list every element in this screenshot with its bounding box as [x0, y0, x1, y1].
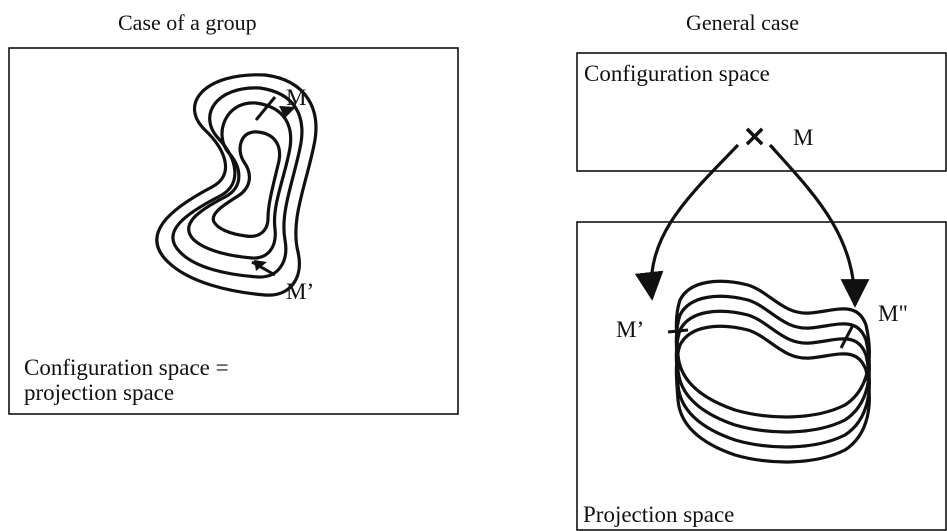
orbit-curve-1: [155, 73, 318, 297]
projection-space-label: Projection space: [583, 502, 735, 527]
stacked-orbit-2: [674, 294, 871, 434]
projection-m-prime-label: M’: [616, 317, 645, 342]
point-m-prime-label: M’: [286, 279, 315, 304]
stacked-orbit-3: [674, 309, 871, 449]
arrowhead-top: [279, 106, 296, 118]
orbit-curves-left: [155, 73, 318, 297]
caption-line-1: Configuration space =: [24, 355, 229, 380]
point-m-label: M: [286, 85, 307, 110]
m-double-prime-tick: [839, 324, 855, 349]
config-point-m-label: M: [793, 125, 814, 150]
orbit-arrowheads-left: [254, 106, 296, 271]
m-prime-tick: [667, 328, 689, 334]
orbit-curve-3: [187, 101, 293, 260]
mapping-arrows: [634, 143, 870, 308]
configuration-space-label: Configuration space: [584, 61, 770, 86]
point-cross-marker: ×: [742, 119, 768, 154]
arrow-to-m-prime: [634, 143, 740, 301]
stacked-orbit-1: [674, 279, 871, 419]
arrow-to-m-double-prime: [768, 143, 870, 308]
point-m-tick: [254, 96, 277, 121]
orbit-curve-2: [171, 86, 304, 279]
left-panel-frame: [8, 47, 459, 415]
projection-space-frame: [576, 221, 947, 531]
arrowhead-bottom: [254, 260, 267, 271]
configuration-space-frame: [576, 52, 947, 172]
right-panel-title: General case: [686, 10, 799, 35]
projection-m-double-prime-label: M": [878, 301, 908, 326]
orbit-curve-4: [211, 130, 282, 238]
stacked-orbits-right: [674, 279, 871, 464]
stacked-orbit-4: [674, 324, 871, 464]
orbit-markers-right: [667, 324, 855, 349]
caption-line-2: projection space: [24, 380, 175, 405]
left-panel-title: Case of a group: [118, 10, 257, 35]
